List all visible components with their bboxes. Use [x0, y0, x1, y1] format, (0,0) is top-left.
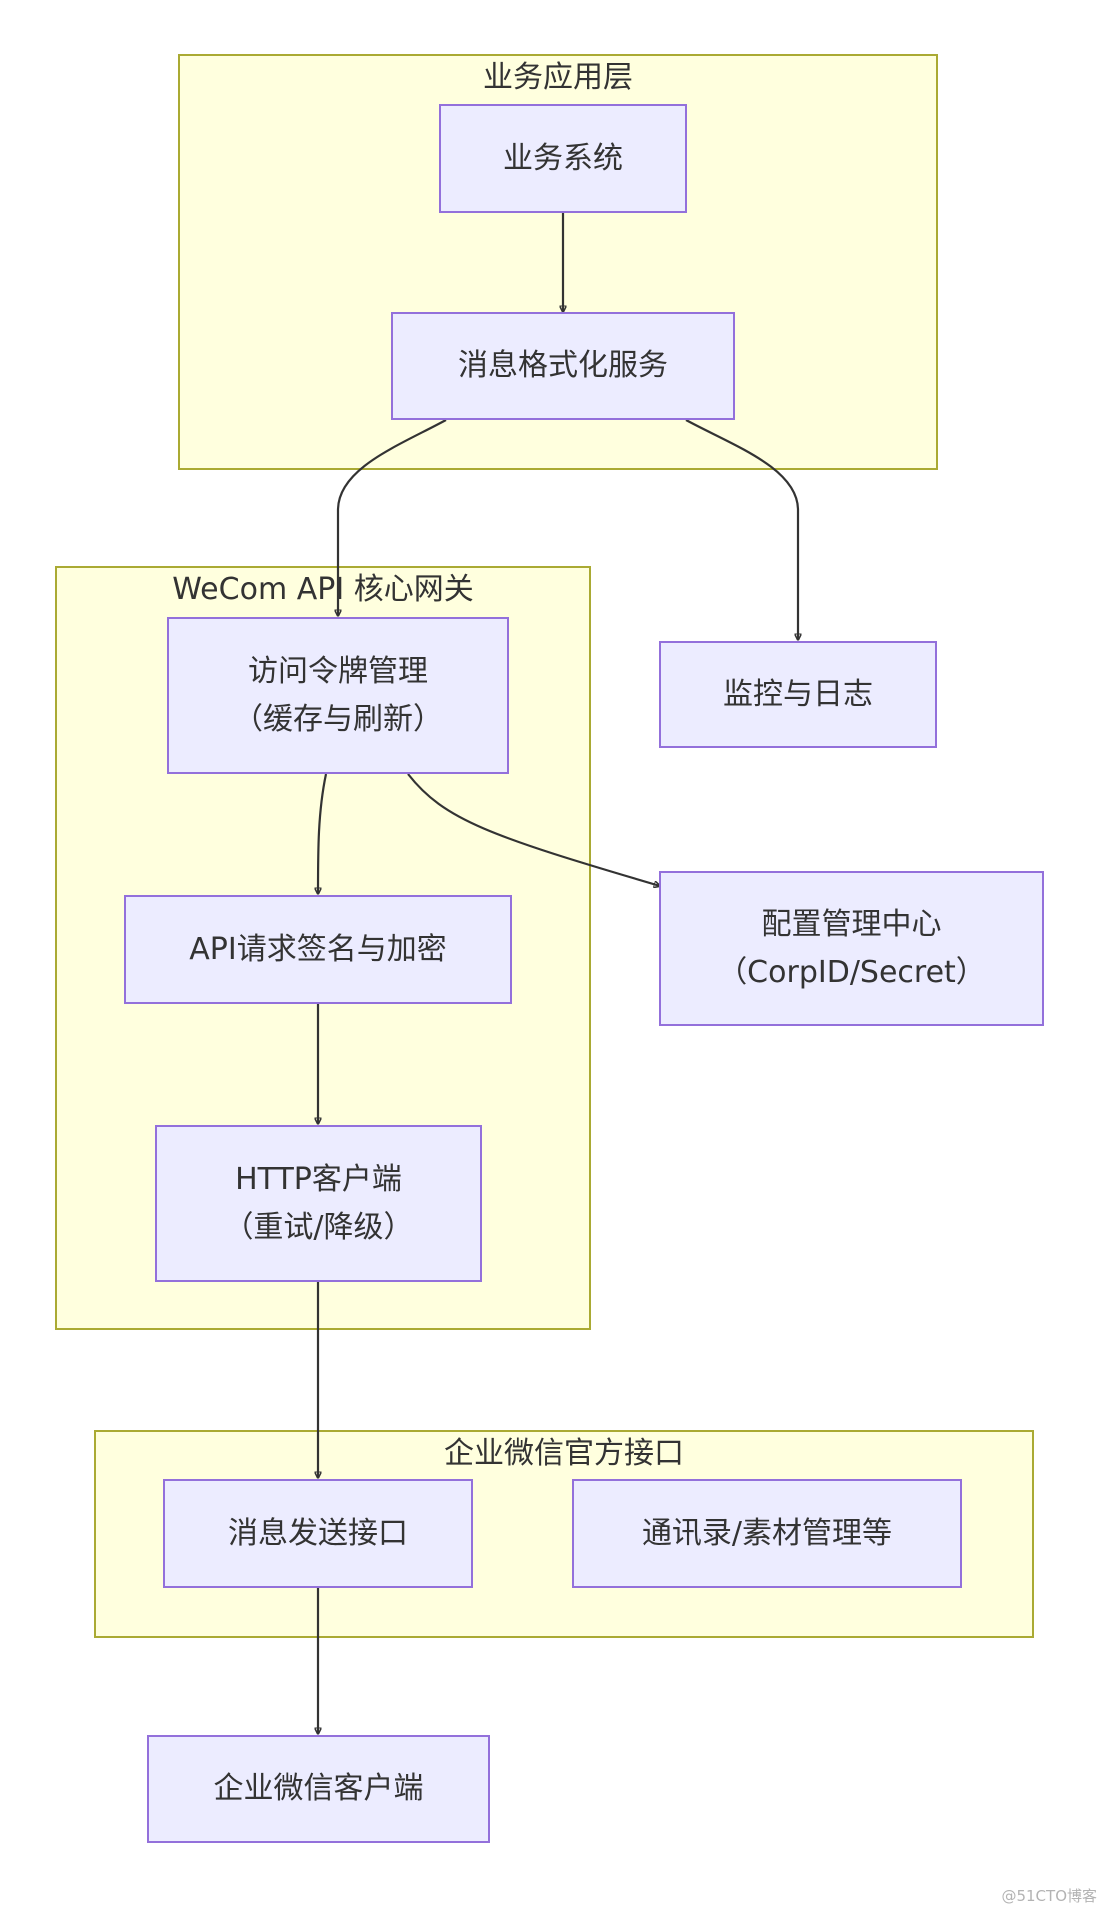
watermark: @51CTO博客: [1001, 1887, 1097, 1905]
node-http-client-line2: （重试/降级）: [223, 1209, 414, 1245]
node-access-token-line2: （缓存与刷新）: [233, 701, 443, 737]
node-business-system: 业务系统: [439, 104, 687, 213]
node-monitoring-logging-label: 监控与日志: [723, 676, 873, 712]
node-contacts-materials-label: 通讯录/素材管理等: [641, 1515, 893, 1551]
node-wecom-client: 企业微信客户端: [147, 1735, 490, 1843]
node-business-system-label: 业务系统: [503, 140, 623, 176]
node-access-token-management: 访问令牌管理 （缓存与刷新）: [167, 617, 509, 774]
node-contacts-materials: 通讯录/素材管理等: [572, 1479, 962, 1588]
cluster-business-layer-label: 业务应用层: [483, 60, 633, 95]
node-config-center: 配置管理中心 （CorpID/Secret）: [659, 871, 1044, 1026]
node-wecom-client-label: 企业微信客户端: [213, 1771, 424, 1806]
node-config-line1: 配置管理中心: [761, 906, 942, 942]
edge-format-to-monitor: [685, 419, 798, 640]
node-access-token-line1: 访问令牌管理: [248, 653, 428, 689]
node-api-signing: API请求签名与加密: [124, 895, 512, 1004]
node-api-signing-label: API请求签名与加密: [189, 931, 447, 967]
edge-token-to-config: [407, 773, 660, 886]
node-http-client-line1: HTTP客户端: [235, 1161, 402, 1197]
edge-token-to-signing: [318, 773, 328, 894]
cluster-official-api-label: 企业微信官方接口: [444, 1436, 684, 1471]
node-http-client: HTTP客户端 （重试/降级）: [155, 1125, 482, 1282]
node-message-format-service: 消息格式化服务: [391, 312, 735, 420]
node-config-line2: （CorpID/Secret）: [717, 954, 986, 990]
node-monitoring-logging: 监控与日志: [659, 641, 937, 748]
node-message-send-api: 消息发送接口: [163, 1479, 473, 1588]
node-message-send-api-label: 消息发送接口: [228, 1515, 408, 1551]
edge-format-to-token: [338, 419, 447, 616]
node-message-format-service-label: 消息格式化服务: [458, 348, 668, 383]
cluster-gateway-label: WeCom API 核心网关: [172, 572, 474, 607]
